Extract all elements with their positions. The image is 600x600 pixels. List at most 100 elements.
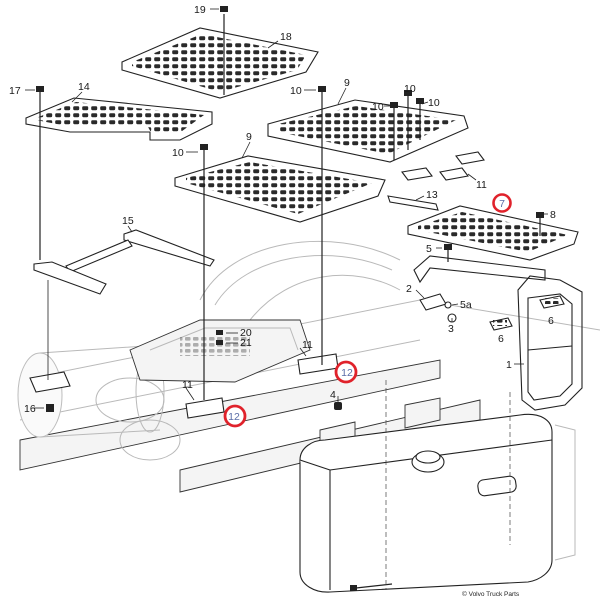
step-plate-9-center-grate	[186, 162, 372, 214]
callout-10-b: 10	[290, 85, 302, 97]
leader-14	[71, 91, 83, 103]
callout-11-c: 11	[182, 379, 193, 391]
step-plate-9-center	[174, 155, 386, 223]
callout-12-a: 12	[228, 411, 240, 423]
bolt-21	[216, 340, 223, 345]
callout-5a: 5a	[460, 299, 472, 311]
mudguard-arc-rear	[249, 274, 401, 321]
fuel-tank-handle	[477, 475, 517, 497]
callout-4: 4	[330, 389, 336, 401]
strip-13	[387, 195, 439, 211]
bracket-15-foot	[33, 261, 107, 295]
bolt-20	[216, 330, 223, 335]
center-tray-rim	[149, 327, 299, 351]
pad-11-a	[455, 151, 485, 165]
bolt-10-d-head	[404, 90, 412, 96]
leader-lines	[25, 8, 548, 409]
step-plate-7	[407, 205, 579, 261]
clamp-left-drum	[29, 371, 71, 393]
step-plate-18-grate	[132, 34, 306, 92]
callout-5: 5	[426, 243, 432, 255]
bolt-17-head	[36, 86, 44, 92]
highlight-ring-12-left	[223, 404, 247, 428]
mudguard-arc-outer	[199, 240, 401, 301]
leader-11a	[467, 173, 477, 181]
callout-10-a: 10	[172, 147, 184, 159]
bolts	[36, 6, 544, 591]
callout-2: 2	[406, 283, 412, 295]
left-cylinder-end	[17, 352, 63, 438]
callout-11-b: 11	[302, 339, 313, 351]
bolt-8-head	[536, 212, 544, 218]
clamp-11-left	[185, 397, 225, 419]
step-plate-14	[25, 97, 213, 141]
pad-11-c	[439, 167, 469, 181]
long-bolt-head	[350, 585, 357, 591]
highlight-12-right[interactable]: 12	[334, 360, 358, 384]
bolt-10-c-head	[390, 102, 398, 108]
bracket-15-arm	[65, 239, 133, 273]
callout-14: 14	[78, 81, 90, 93]
center-tray-pattern	[180, 336, 250, 356]
highlight-7[interactable]: 7	[492, 193, 512, 213]
callout-15: 15	[122, 215, 134, 227]
bracket-15	[33, 229, 215, 295]
callout-18: 18	[280, 31, 292, 43]
highlighted-callouts: 7 12 12	[223, 193, 512, 428]
leader-11c	[185, 387, 195, 401]
step-frame-1	[413, 255, 583, 411]
fuel-tank-top-edge	[329, 439, 553, 471]
callout-8: 8	[550, 209, 556, 221]
mudguard-arc-inner	[214, 255, 393, 306]
callout-19: 19	[194, 4, 206, 16]
callout-20: 20	[240, 327, 252, 339]
fuel-tank	[299, 413, 576, 593]
bracket-2-body	[419, 293, 447, 311]
leader-5a	[451, 303, 459, 306]
callout-12-b: 12	[341, 367, 353, 379]
step-plate-14-grate	[36, 102, 204, 134]
bolt-19-head	[220, 6, 228, 12]
bolt-10-b-head	[318, 86, 326, 92]
callout-1: 1	[506, 359, 512, 371]
callout-9-b: 9	[246, 131, 252, 143]
callout-9-a: 9	[344, 77, 350, 89]
bolt-16	[46, 404, 54, 412]
bolt-5-head	[444, 244, 452, 250]
callout-11-a: 11	[476, 179, 487, 191]
step-plate-7-grate	[418, 212, 568, 252]
leader-9b	[241, 141, 251, 159]
highlight-ring-12-right	[334, 360, 358, 384]
callout-10-d: 10	[404, 83, 416, 95]
callout-16: 16	[24, 403, 36, 415]
fuel-tank-strap	[554, 424, 576, 561]
leader-11b	[299, 347, 307, 357]
callout-17: 17	[9, 85, 21, 97]
clip-5a	[444, 301, 452, 309]
callout-labels: 19 18 17 14 10 9 10 10 10 10 9 11 13 15 …	[9, 4, 556, 415]
step-frame-1-top	[413, 255, 546, 284]
bracket-15-bar	[123, 229, 215, 267]
callout-3: 3	[448, 323, 454, 335]
callout-6-a: 6	[498, 333, 504, 345]
leader-15	[127, 225, 133, 233]
clamp-11-right	[297, 353, 339, 375]
step-plate-18	[121, 27, 319, 99]
leader-13	[415, 195, 425, 201]
nut-4	[334, 402, 342, 410]
callout-10-c: 10	[372, 101, 384, 113]
callout-7: 7	[499, 198, 505, 210]
crossmember-b	[404, 397, 441, 429]
highlight-ring-7	[492, 193, 512, 213]
center-tray	[129, 319, 311, 383]
bolt-10-a-head	[200, 144, 208, 150]
callout-13: 13	[426, 189, 438, 201]
bolt-10-e-head	[416, 98, 424, 104]
bracket-2	[419, 293, 457, 323]
callout-21: 21	[240, 337, 252, 349]
highlight-12-left[interactable]: 12	[223, 404, 247, 428]
fuel-filler-cap-top	[415, 450, 441, 464]
step-frame-1-side	[517, 275, 583, 411]
